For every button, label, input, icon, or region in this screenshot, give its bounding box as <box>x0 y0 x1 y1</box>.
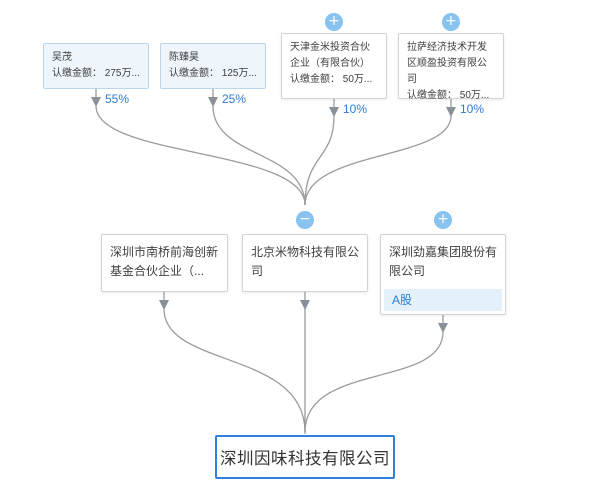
shareholder-amount: 认缴金额： 125万... <box>169 68 257 79</box>
shareholder-name: 陈臻昊 <box>169 52 199 63</box>
root-company-name: 深圳因味科技有限公司 <box>220 450 390 468</box>
company-name: 北京米物科技有限公司 <box>251 245 360 278</box>
top-shareholder-box-1[interactable]: 吴茂 认缴金额： 275万... <box>43 43 149 89</box>
company-name: 深圳劲嘉集团股份有限公司 <box>389 245 498 278</box>
top-shareholder-box-3[interactable]: 天津金米投资合伙企业（有限合伙） 认缴金额： 50万... <box>281 33 387 99</box>
collapse-minus-icon[interactable]: − <box>296 211 314 229</box>
shareholder-amount: 认缴金额： 50万... <box>407 90 490 101</box>
a-share-tag: A股 <box>384 289 502 311</box>
root-company-box[interactable]: 深圳因味科技有限公司 <box>215 435 395 479</box>
share-percent-label: 10% <box>343 102 368 116</box>
mid-company-box-1[interactable]: 深圳市南桥前海创新基金合伙企业（... <box>101 234 228 292</box>
shareholder-name: 天津金米投资合伙企业（有限合伙） <box>290 42 370 69</box>
share-percent-label: 55% <box>105 92 130 106</box>
shareholder-name: 吴茂 <box>52 52 72 63</box>
shareholder-amount: 认缴金额： 50万... <box>290 74 373 85</box>
mid-company-box-2[interactable]: 北京米物科技有限公司 <box>242 234 368 292</box>
shareholder-amount: 认缴金额： 275万... <box>52 68 140 79</box>
expand-plus-icon[interactable]: + <box>434 211 452 229</box>
top-shareholder-box-2[interactable]: 陈臻昊 认缴金额： 125万... <box>160 43 266 89</box>
company-name: 深圳市南桥前海创新基金合伙企业（... <box>110 245 219 278</box>
shareholder-name: 拉萨经济技术开发区顺盈投资有限公司 <box>407 42 487 85</box>
share-percent-label: 25% <box>222 92 247 106</box>
mid-company-box-3[interactable]: 深圳劲嘉集团股份有限公司 A股 <box>380 234 506 315</box>
top-shareholder-box-4[interactable]: 拉萨经济技术开发区顺盈投资有限公司 认缴金额： 50万... <box>398 33 504 101</box>
share-percent-label: 10% <box>460 102 485 116</box>
expand-plus-icon[interactable]: + <box>325 13 343 31</box>
expand-plus-icon[interactable]: + <box>442 13 460 31</box>
